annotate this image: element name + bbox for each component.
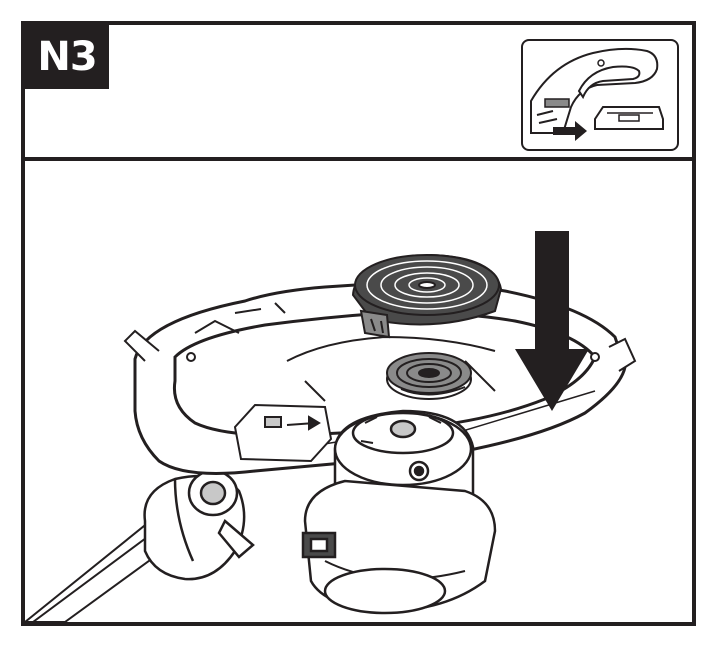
battery-pack: [594, 106, 664, 130]
arrow-right-icon: [553, 121, 587, 141]
release-button: [233, 403, 333, 463]
spool-cap-icon: [351, 253, 503, 339]
spool-icon: [386, 352, 472, 400]
motor-housing: [143, 469, 255, 581]
arrow-down-icon: [515, 231, 589, 411]
step-badge: N3: [25, 25, 109, 89]
trimmer-body: [301, 479, 497, 615]
remove-battery-icon: [521, 39, 679, 151]
panel-header: N3: [25, 25, 692, 161]
trimmer-head-icon: [25, 161, 692, 622]
instruction-panel: N3: [21, 21, 696, 626]
